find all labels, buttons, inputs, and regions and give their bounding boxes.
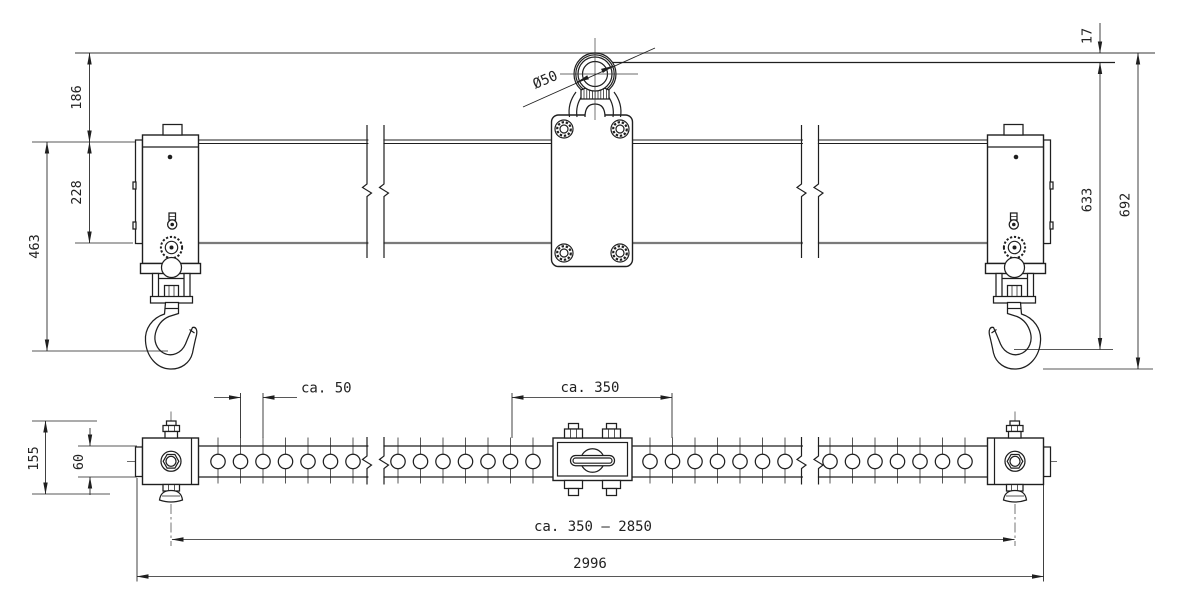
block-height-dim: 155 bbox=[26, 420, 110, 495]
dim-186: 186 bbox=[69, 85, 85, 109]
plan-dimensions: ca. 50 ca. 350 155 60 bbox=[26, 380, 1044, 582]
svg-text:ca. 50: ca. 50 bbox=[301, 381, 352, 397]
svg-text:ca. 350 – 2850: ca. 350 – 2850 bbox=[534, 519, 652, 535]
center-width-dim: ca. 350 bbox=[511, 380, 673, 438]
left-trolley bbox=[132, 123, 202, 371]
plan-view: ca. 50 ca. 350 155 60 bbox=[26, 380, 1057, 582]
right-end-block bbox=[986, 410, 1052, 547]
dim-228: 228 bbox=[69, 180, 85, 204]
hole-pitch-dim: ca. 50 bbox=[214, 381, 352, 438]
right-trolley bbox=[984, 123, 1054, 371]
center-block-plan bbox=[552, 422, 633, 497]
overall-length-dim: 2996 bbox=[136, 478, 1044, 582]
dim-60: 60 bbox=[71, 454, 87, 470]
svg-text:ca. 350: ca. 350 bbox=[560, 380, 619, 396]
svg-text:Ø50: Ø50 bbox=[531, 68, 561, 93]
lifting-ring-shackle bbox=[560, 38, 638, 120]
dim-692: 692 bbox=[1118, 193, 1134, 217]
plate-bolts bbox=[554, 119, 630, 263]
dim-463: 463 bbox=[27, 234, 43, 258]
dim-155: 155 bbox=[26, 446, 42, 470]
front-view: 186 228 463 17 633 692 Ø50 bbox=[27, 23, 1155, 371]
svg-text:2996: 2996 bbox=[573, 556, 607, 572]
left-end-block bbox=[134, 410, 200, 547]
beam-width-dim: 60 bbox=[71, 428, 137, 495]
hook-spacing-dim: ca. 350 – 2850 bbox=[171, 519, 1015, 542]
dim-17: 17 bbox=[1080, 28, 1096, 44]
dim-633: 633 bbox=[1080, 188, 1096, 212]
center-suspension bbox=[550, 38, 638, 268]
